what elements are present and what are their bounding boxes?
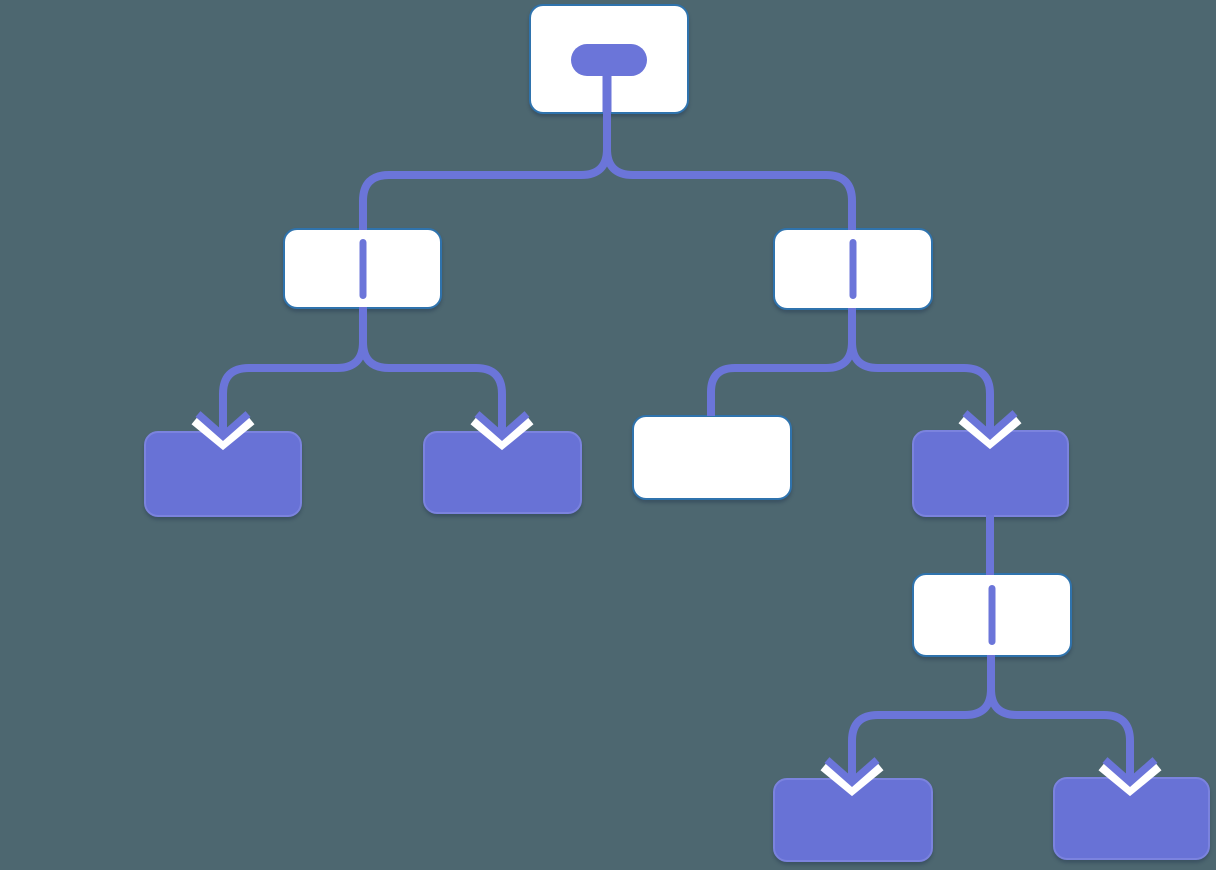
edge-branchleft-to-leaf1 — [219, 307, 367, 437]
child-node-right[interactable] — [912, 430, 1069, 517]
collapsed-branch-bar-icon — [359, 238, 366, 299]
edge-branchbottom-to-leaf3 — [848, 655, 995, 783]
edge-root-to-branch-left — [359, 111, 611, 230]
edge-branchright-to-child — [848, 308, 994, 436]
leaf-node-bottom-right[interactable] — [1053, 777, 1210, 860]
branch-node-bottom[interactable] — [912, 573, 1072, 657]
edge-branchleft-to-leaf2 — [359, 307, 506, 437]
child-node-plain-white[interactable] — [632, 415, 792, 500]
branch-node-left[interactable] — [283, 228, 442, 309]
leaf-node-bottom-left[interactable] — [773, 778, 933, 862]
root-pill-icon — [571, 44, 647, 76]
root-node[interactable] — [529, 4, 689, 114]
branch-node-right[interactable] — [773, 228, 933, 310]
edge-root-to-branch-right — [603, 111, 856, 230]
leaf-node-mid-left[interactable] — [423, 431, 582, 514]
leaf-node-far-left[interactable] — [144, 431, 302, 517]
collapsed-branch-bar-icon — [849, 239, 857, 299]
collapsed-branch-bar-icon — [988, 585, 996, 645]
edge-branchright-to-plain — [707, 308, 856, 416]
edge-branchbottom-to-leaf4 — [987, 655, 1134, 783]
